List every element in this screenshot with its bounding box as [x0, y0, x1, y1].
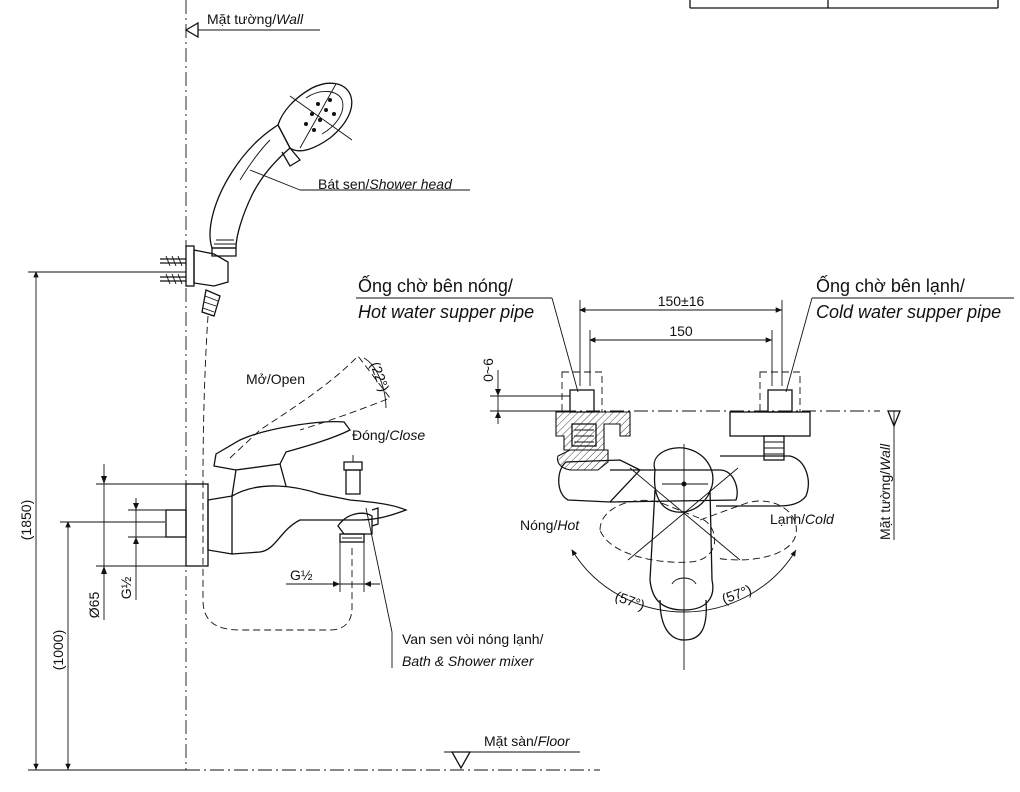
cold-pipe-label-en: Cold water supper pipe	[816, 302, 1001, 322]
dim-150-tol-text: 150±16	[658, 293, 705, 309]
shower-holder-bracket	[160, 245, 229, 287]
hot-pipe-fitting	[555, 371, 631, 471]
floor-marker-triangle	[450, 751, 472, 770]
hot-label: Nóng/Hot	[520, 517, 580, 533]
title-table-fragment	[689, 0, 999, 9]
open-angle-text: (22°)	[367, 360, 392, 394]
close-label: Đóng/Close	[352, 427, 425, 443]
dimension-150: 150	[589, 323, 773, 386]
shower-head-label: Bát sen/Shower head	[318, 176, 453, 192]
open-angle-arc	[363, 357, 387, 409]
dim-150-text: 150	[669, 323, 693, 339]
mixer-label-vi: Van sen vòi nóng lạnh/	[402, 631, 544, 647]
dimension-1000: (1000)	[50, 521, 165, 770]
dimension-150-tolerance: 150±16	[579, 293, 783, 386]
dim-65-text: Ø65	[86, 592, 102, 619]
dimension-1850: (1850)	[18, 271, 186, 770]
shower-hose	[201, 169, 470, 631]
dimension-g-half-left: G½	[118, 498, 166, 600]
g-half-bottom-text: G½	[290, 567, 313, 583]
floor-label: Mặt sàn/Floor	[484, 733, 571, 749]
shower-head	[209, 82, 353, 257]
hot-pipe-label-en: Hot water supper pipe	[358, 302, 534, 322]
dimension-g-half-bottom: G½	[286, 542, 380, 592]
rotation-arc	[571, 549, 797, 613]
hot-pipe-label-vi: Ống chờ bên nóng/	[358, 275, 513, 296]
mixer-leader-line	[365, 507, 393, 633]
dim-0-6-text: 0~6	[480, 358, 496, 382]
mixer-side-view	[165, 355, 408, 567]
cold-pipe-label-vi: Ống chờ bên lạnh/	[816, 275, 965, 296]
g-half-left-text: G½	[118, 576, 134, 599]
dimension-0-6: 0~6	[480, 358, 570, 424]
cold-pipe-fitting	[729, 371, 811, 461]
dim-1000-text: (1000)	[50, 630, 66, 670]
wall-top-label: Mặt tường/Wall	[207, 11, 304, 27]
open-label: Mở/Open	[246, 371, 305, 387]
dimension-65: Ø65	[86, 464, 186, 620]
wall-side-label: Mặt tường/Wall	[877, 443, 893, 540]
cold-label: Lạnh/Cold	[770, 511, 835, 527]
mixer-label-en: Bath & Shower mixer	[402, 653, 535, 669]
angle-left-text: (57°)	[613, 588, 647, 613]
angle-right-text: (57°)	[720, 581, 754, 606]
wall-marker-triangle	[184, 21, 199, 39]
dim-1850-text: (1850)	[18, 500, 34, 540]
mixer-front-view	[558, 444, 809, 670]
